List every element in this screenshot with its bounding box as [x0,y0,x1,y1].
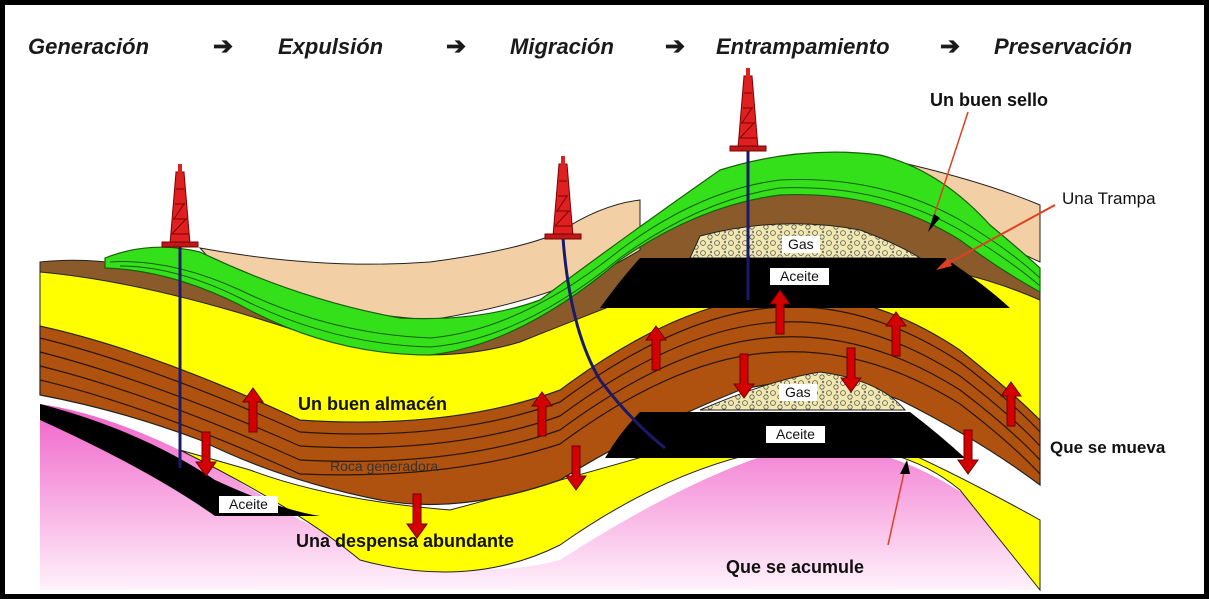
accumulate-pointer-head [900,460,910,474]
lower-oil-box: Aceite [766,426,825,443]
step-generation: Generación [28,34,150,59]
upper-oil-box: Aceite [770,268,829,285]
seal-lines [109,179,1041,348]
step-expulsion: Expulsión [278,34,384,59]
seal-layer [104,151,1041,356]
process-arrow-icon: ➔ [213,33,234,60]
step-preservation: Preservación [994,34,1133,59]
seal-pointer-head [928,214,940,232]
accumulate-pointer-line [887,467,906,546]
seal-label: Un buen sello [930,90,1049,110]
step-migration: Migración [510,34,614,59]
trap-pointer-head [936,258,952,270]
reservoir-label: Un buen almacén [298,394,448,414]
left-oil-box: Aceite [219,496,278,513]
migrate-label: Que se mueva [1050,438,1166,457]
right-drilling-rig-icon [729,67,767,152]
deviated-well-path [561,237,666,450]
lower-gas-box: Gas [779,384,817,401]
source-rock-label: Roca generadora [330,458,439,474]
seal-pointer-line [931,111,969,223]
left-drilling-rig-icon [161,163,199,248]
upper-gas-box: Gas [782,236,820,253]
trap-pointer-line [944,204,1056,266]
process-arrow-icon: ➔ [665,33,686,60]
step-trapping: Entrampamiento [716,34,890,59]
process-arrow-icon: ➔ [446,33,467,60]
trap-label: Una Trampa [1062,189,1156,208]
process-arrow-icon: ➔ [940,33,961,60]
kitchen-label: Una despensa abundante [296,531,515,551]
accumulate-label: Que se acumule [726,557,865,577]
